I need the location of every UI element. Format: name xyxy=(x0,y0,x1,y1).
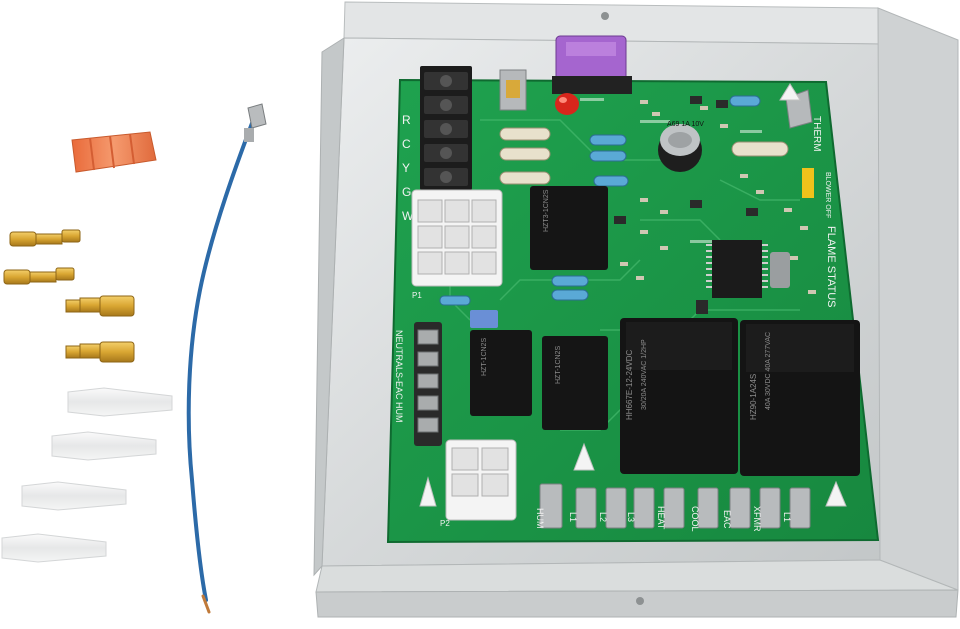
main-relay-label: HZT3-1CN2S xyxy=(543,189,550,232)
resistors xyxy=(439,95,789,306)
small-relay-2: HZT-1CN2S xyxy=(542,336,608,430)
terminal-label-w: W xyxy=(402,209,414,223)
terminal-label-hum: HUM xyxy=(535,508,545,529)
insulating-sleeves xyxy=(1,387,173,563)
capacitor-label: A69 1A 10V xyxy=(667,121,704,128)
jumper-wire xyxy=(186,103,267,614)
top-spade-terminals xyxy=(499,69,813,129)
terminal-labels: R C Y G W xyxy=(402,113,414,223)
standoffs xyxy=(419,83,847,507)
large-relay-2: HZ90-1A24S 40A 30VDC 40A 277VAC xyxy=(740,320,860,476)
terminal-label-r: R xyxy=(402,113,411,127)
flame-status-label: FLAME STATUS xyxy=(825,226,837,308)
neutral-terminals xyxy=(414,322,442,446)
microcontroller-chip xyxy=(706,240,790,298)
small-relay-1: HZT-1CN2S xyxy=(470,330,532,416)
blower-jumper xyxy=(802,168,814,198)
terminal-label-xfmr: XFMR xyxy=(752,506,762,532)
main-relay: HZT3-1CN2S xyxy=(530,186,608,270)
status-led xyxy=(555,93,579,115)
smd-dark xyxy=(614,96,758,314)
connector-p1-label: P1 xyxy=(412,291,422,300)
neutrals-label: NEUTRALS-EAC HUM xyxy=(394,330,404,423)
terminal-label-c: C xyxy=(402,137,411,151)
large-relay-1-rating: 30/20A 240VAC 1/2HP xyxy=(641,339,648,410)
terminal-label-l2: L2 xyxy=(598,512,608,522)
large-relay-2-label: HZ90-1A24S xyxy=(749,374,758,420)
smd-components xyxy=(620,100,816,294)
terminal-label-heat: HEAT xyxy=(656,506,666,530)
bottom-terminal-labels: HUM L1 L2 L3 HEAT COOL EAC XFMR L1 xyxy=(535,506,792,532)
terminal-label-l1b: L1 xyxy=(782,512,792,522)
bottom-spade-terminals xyxy=(539,483,811,529)
terminal-label-l3: L3 xyxy=(626,512,636,522)
terminal-label-l1: L1 xyxy=(568,512,578,522)
electrolytic-capacitor: A69 1A 10V xyxy=(658,121,704,172)
therm-label: THERM xyxy=(811,116,822,152)
small-relay-2-label: HZT-1CN2S xyxy=(555,346,562,384)
brass-terminals xyxy=(3,229,135,363)
large-relay-1: HH667E-12-24VDC 30/20A 240VAC 1/2HP xyxy=(620,318,738,474)
terminal-label-g: G xyxy=(402,185,411,199)
blower-off-label: BLOWER OFF xyxy=(824,172,831,218)
blue-jumper xyxy=(470,310,498,328)
thermostat-terminal-block xyxy=(420,66,472,190)
wire-nut xyxy=(71,131,157,173)
fuse xyxy=(552,35,632,94)
connector-p2: P2 xyxy=(440,439,517,528)
large-relay-2-rating: 40A 30VDC 40A 277VAC xyxy=(765,332,772,410)
connector-p1: P1 xyxy=(411,189,503,300)
terminal-label-cool: COOL xyxy=(690,506,700,532)
connector-p2-label: P2 xyxy=(440,519,450,528)
small-relay-1-label: HZT-1CN2S xyxy=(481,338,488,376)
terminal-label-eac: EAC xyxy=(722,510,732,529)
led-highlight xyxy=(559,97,567,103)
large-relay-1-label: HH667E-12-24VDC xyxy=(625,350,634,420)
terminal-label-y: Y xyxy=(402,161,410,175)
